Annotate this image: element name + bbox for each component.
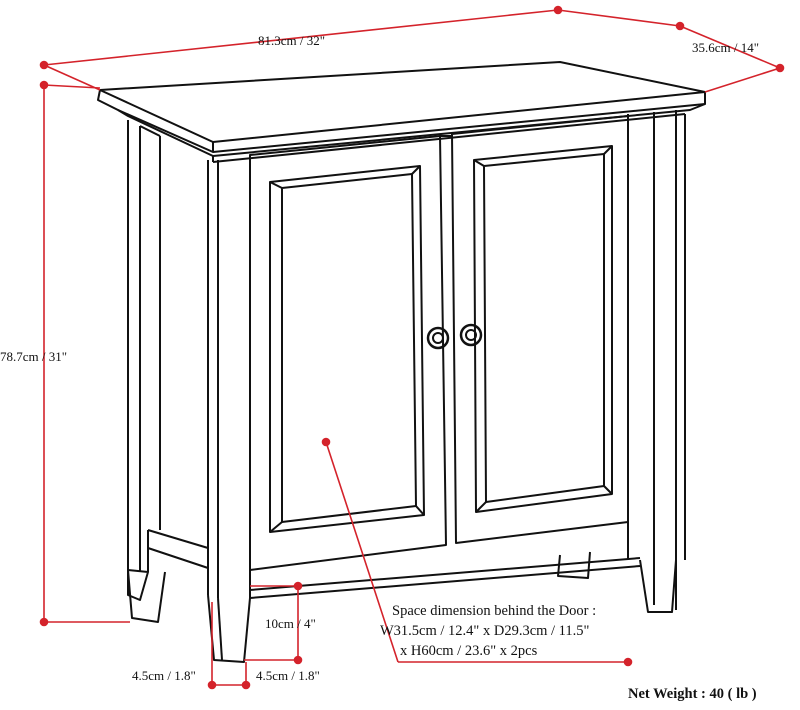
cabinet-illustration bbox=[97, 61, 706, 663]
width-label: 81.3cm / 32" bbox=[258, 33, 325, 48]
interior-note-line3: x H60cm / 23.6" x 2pcs bbox=[400, 643, 538, 659]
right-door bbox=[451, 115, 629, 544]
height-label: 78.7cm / 31" bbox=[0, 349, 67, 364]
dimension-labels: 81.3cm / 32" 35.6cm / 14" 78.7cm / 31" 1… bbox=[0, 33, 759, 683]
left-door bbox=[249, 135, 452, 571]
net-weight-label: Net Weight : 40 ( lb ) bbox=[628, 686, 757, 702]
interior-space-note: Space dimension behind the Door : W31.5c… bbox=[380, 603, 596, 659]
leg-clearance-label: 10cm / 4" bbox=[265, 616, 316, 631]
door-knobs bbox=[426, 323, 483, 350]
interior-note-line2: W31.5cm / 12.4" x D29.3cm / 11.5" bbox=[380, 623, 590, 639]
leg-right-label: 4.5cm / 1.8" bbox=[256, 668, 320, 683]
cabinet-bottom-rail bbox=[249, 557, 641, 599]
cabinet-left-side bbox=[127, 120, 209, 623]
cabinet-right-side bbox=[557, 110, 686, 613]
dimension-lines bbox=[39, 5, 785, 690]
depth-label: 35.6cm / 14" bbox=[692, 40, 759, 55]
cabinet-top bbox=[97, 61, 706, 163]
cabinet-front-left-stile bbox=[207, 155, 251, 663]
leg-left-label: 4.5cm / 1.8" bbox=[132, 668, 196, 683]
interior-note-line1: Space dimension behind the Door : bbox=[392, 603, 596, 619]
